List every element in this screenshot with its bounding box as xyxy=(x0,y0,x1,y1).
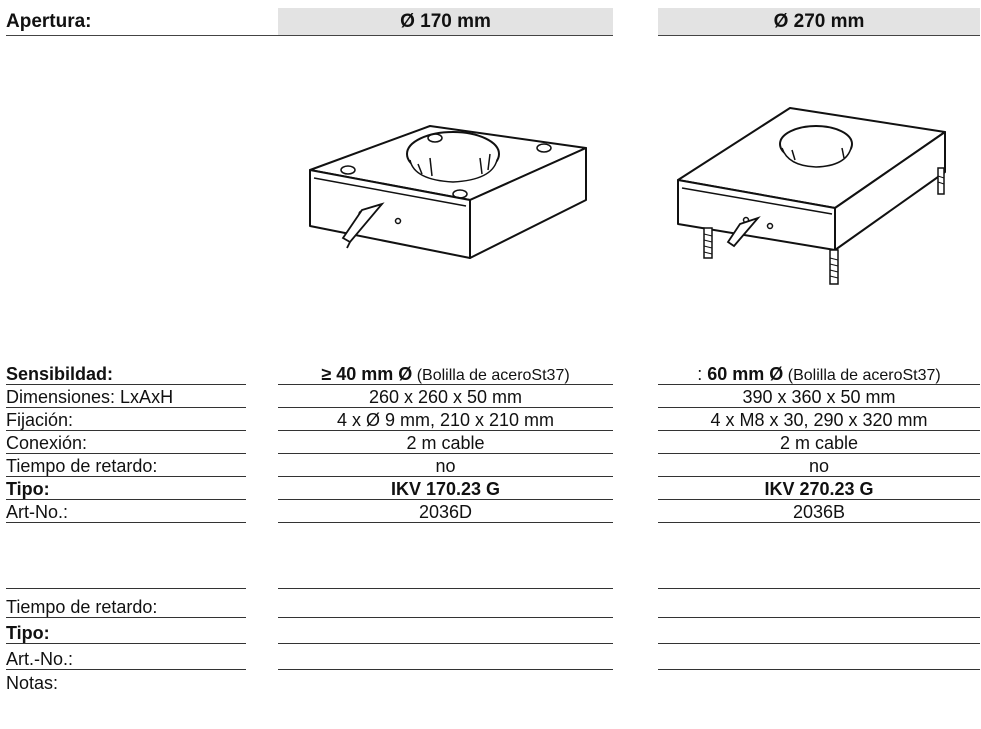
row-label-notes: Notas: xyxy=(6,673,59,693)
sensor-170-drawing xyxy=(309,125,587,259)
row-label-connection: Conexión: xyxy=(6,432,246,454)
connection-170: 2 m cable xyxy=(278,432,613,454)
row-label-art-no-2: Art.-No.: xyxy=(6,648,246,670)
row-label-dimensions: Dimensiones: LxAxH xyxy=(6,386,246,408)
row-label-type: Tipo: xyxy=(6,478,246,500)
delay-2-270 xyxy=(658,596,980,618)
dimensions-270: 390 x 360 x 50 mm xyxy=(658,386,980,408)
sensitivity-170-note: (Bolilla de aceroSt37) xyxy=(412,367,570,384)
sensitivity-270-value: 60 mm Ø xyxy=(707,364,784,384)
sensitivity-170-value: ≥ 40 mm Ø xyxy=(321,364,413,384)
connection-270: 2 m cable xyxy=(658,432,980,454)
blank-row-270 xyxy=(658,567,980,589)
art-no-2-270 xyxy=(658,648,980,670)
art-no-270: 2036B xyxy=(658,501,980,523)
row-label-delay-2: Tiempo de retardo: xyxy=(6,596,246,618)
row-label-delay: Tiempo de retardo: xyxy=(6,455,246,477)
aperture-270-header: Ø 270 mm xyxy=(658,8,980,36)
row-label-mounting: Fijación: xyxy=(6,409,246,431)
row-label-art-no: Art-No.: xyxy=(6,501,246,523)
mounting-170: 4 x Ø 9 mm, 210 x 210 mm xyxy=(278,409,613,431)
delay-2-170 xyxy=(278,596,613,618)
type-2-170 xyxy=(278,622,613,644)
blank-row-label xyxy=(6,567,246,589)
dimensions-170: 260 x 260 x 50 mm xyxy=(278,386,613,408)
delay-270: no xyxy=(658,455,980,477)
type-170: IKV 170.23 G xyxy=(278,478,613,500)
delay-170: no xyxy=(278,455,613,477)
art-no-170: 2036D xyxy=(278,501,613,523)
sensor-270-drawing xyxy=(677,107,946,285)
sensitivity-170: ≥ 40 mm Ø (Bolilla de aceroSt37) xyxy=(278,363,613,385)
row-label-type-2: Tipo: xyxy=(6,622,246,644)
row-label-sensitivity: Sensibildad: xyxy=(6,363,246,385)
type-2-270 xyxy=(658,622,980,644)
aperture-label: Apertura: xyxy=(6,8,278,36)
blank-row-170 xyxy=(278,567,613,589)
aperture-170-header: Ø 170 mm xyxy=(278,8,613,36)
sensitivity-270: : 60 mm Ø (Bolilla de aceroSt37) xyxy=(658,363,980,385)
mounting-270: 4 x M8 x 30, 290 x 320 mm xyxy=(658,409,980,431)
type-270: IKV 270.23 G xyxy=(658,478,980,500)
sensitivity-270-note: (Bolilla de aceroSt37) xyxy=(783,367,941,384)
sensitivity-270-prefix: : xyxy=(697,364,708,384)
art-no-2-170 xyxy=(278,648,613,670)
